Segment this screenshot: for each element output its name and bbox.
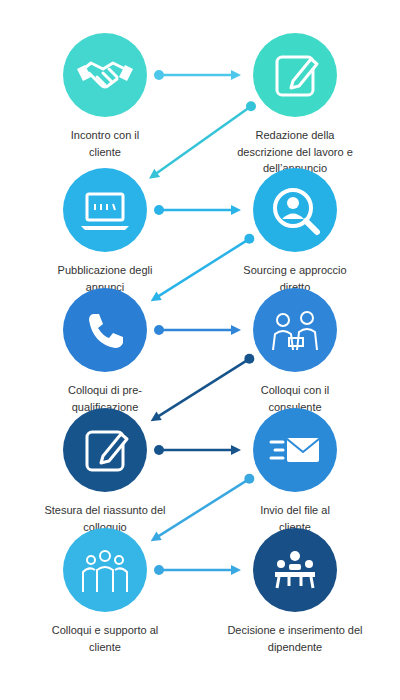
step-icon (63, 168, 147, 252)
flow-arrow (154, 325, 241, 335)
step-icon (63, 288, 147, 372)
process-step: Decisione e inserimento del dipendente (220, 528, 370, 655)
process-step: Redazione della descrizione del lavoro e… (220, 33, 370, 177)
step-label: Decisione e inserimento del dipendente (225, 622, 365, 655)
step-icon (253, 528, 337, 612)
flow-arrow (154, 205, 241, 215)
flow-arrow (149, 101, 256, 178)
process-step: Sourcing e approccio diretto (220, 168, 370, 295)
step-icon (63, 528, 147, 612)
flow-arrow (154, 565, 241, 575)
step-icon (253, 33, 337, 117)
step-label: Colloqui e supporto al cliente (45, 622, 165, 655)
process-step: Colloqui e supporto al cliente (30, 528, 180, 655)
step-icon (253, 288, 337, 372)
step-icon (253, 408, 337, 492)
step-icon (63, 33, 147, 117)
step-icon (253, 168, 337, 252)
process-step: Incontro con il cliente (30, 33, 180, 160)
flow-arrow (151, 354, 255, 421)
process-step: Colloqui di pre-qualificazione (30, 288, 180, 415)
flow-arrow (154, 70, 241, 80)
flow-arrow (151, 474, 255, 541)
process-step: Colloqui con il consulente (220, 288, 370, 415)
flow-arrow (151, 234, 255, 301)
process-step: Stesura del riassunto del colloquio (30, 408, 180, 535)
step-icon (63, 408, 147, 492)
process-step: Pubblicazione degli annunci (30, 168, 180, 295)
step-label: Incontro con il cliente (55, 127, 155, 160)
flow-arrow (154, 445, 241, 455)
process-step: Invio del file al cliente (220, 408, 370, 535)
